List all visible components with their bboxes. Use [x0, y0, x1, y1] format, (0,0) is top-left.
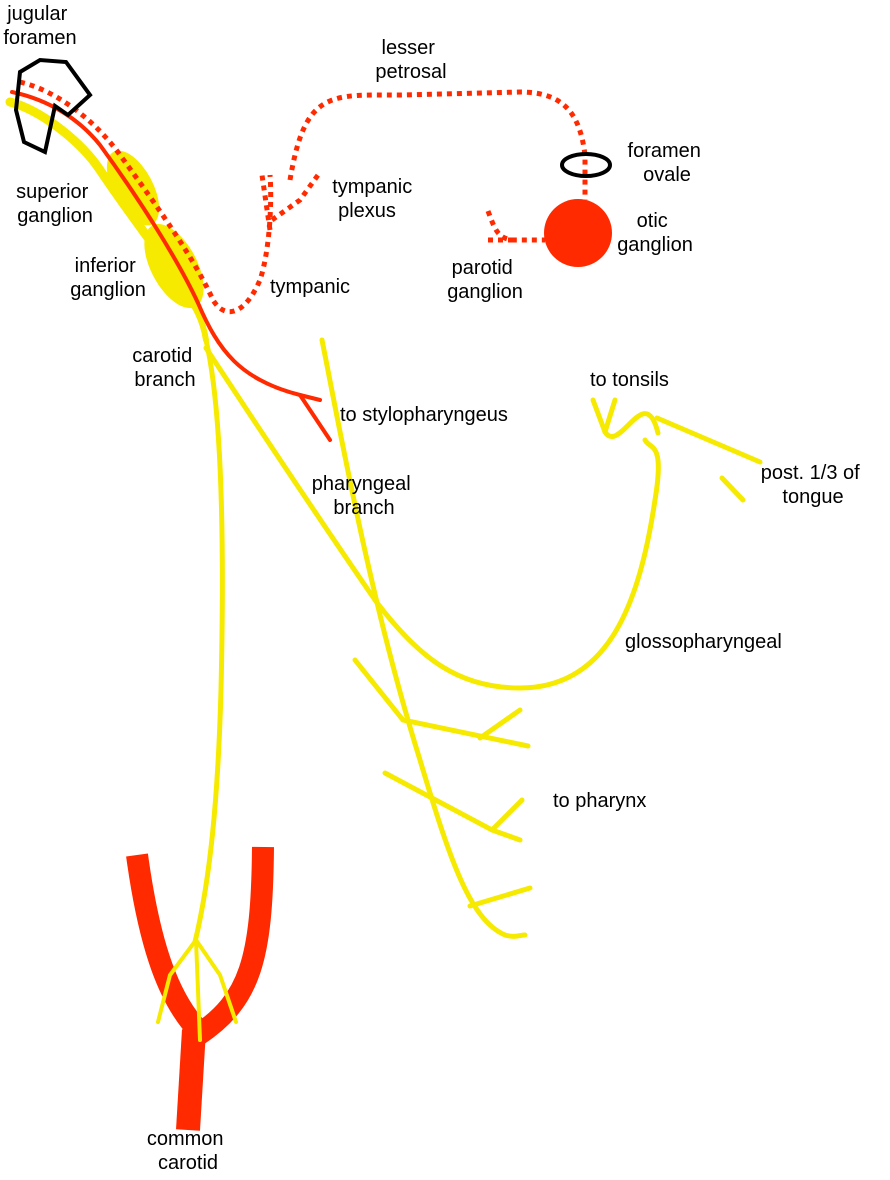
pharynx-twig-1a — [355, 660, 528, 746]
common-carotid-trunk — [188, 1030, 194, 1130]
tongue-branch — [657, 418, 760, 462]
pharyngeal-branch — [322, 340, 525, 936]
glossopharyngeal-to-tonsils — [605, 414, 658, 437]
label-lesser-petrosal: lesser petrosal — [375, 37, 446, 83]
label-tympanic: tympanic — [270, 276, 350, 298]
label-jugular-foramen: jugular foramen — [3, 3, 76, 49]
carotid-branch — [195, 340, 222, 942]
glossopharyngeal-main — [206, 348, 658, 688]
tonsil-twig-2 — [605, 400, 615, 432]
label-to-stylopharyngeus: to stylopharyngeus — [340, 404, 508, 426]
otic-ganglion-shape — [544, 199, 612, 267]
label-superior-ganglion: superior ganglion — [16, 181, 94, 227]
label-tympanic-plexus: tympanic plexus — [332, 176, 418, 222]
label-inferior-ganglion: inferior ganglion — [70, 255, 146, 301]
pharynx-twig-3 — [470, 888, 530, 906]
label-to-tonsils: to tonsils — [590, 369, 669, 391]
pharynx-twig-2a — [385, 773, 520, 840]
carotid-artery — [137, 847, 263, 1130]
label-common-carotid: common carotid — [147, 1128, 229, 1174]
tonsil-twig-1 — [593, 400, 605, 432]
tympanic-plexus-twig-2 — [272, 175, 318, 220]
label-foramen-ovale: foramen ovale — [628, 140, 707, 186]
tongue-twig — [722, 478, 743, 500]
pharynx-twig-1b — [480, 710, 520, 738]
internal-carotid-left-limb — [137, 855, 198, 1030]
label-pharyngeal-branch: pharyngeal branch — [312, 473, 417, 519]
pharynx-twig-2b — [492, 800, 522, 830]
label-parotid-ganglion: parotid ganglion — [447, 257, 523, 303]
label-carotid-branch: carotid branch — [132, 345, 198, 391]
label-to-pharynx: to pharynx — [553, 790, 646, 812]
parotid-ganglion-dotted — [488, 211, 545, 240]
label-glossopharyngeal: glossopharyngeal — [625, 631, 782, 653]
label-post-tongue: post. 1/3 of tongue — [761, 462, 866, 508]
label-otic-ganglion: otic ganglion — [617, 210, 693, 256]
